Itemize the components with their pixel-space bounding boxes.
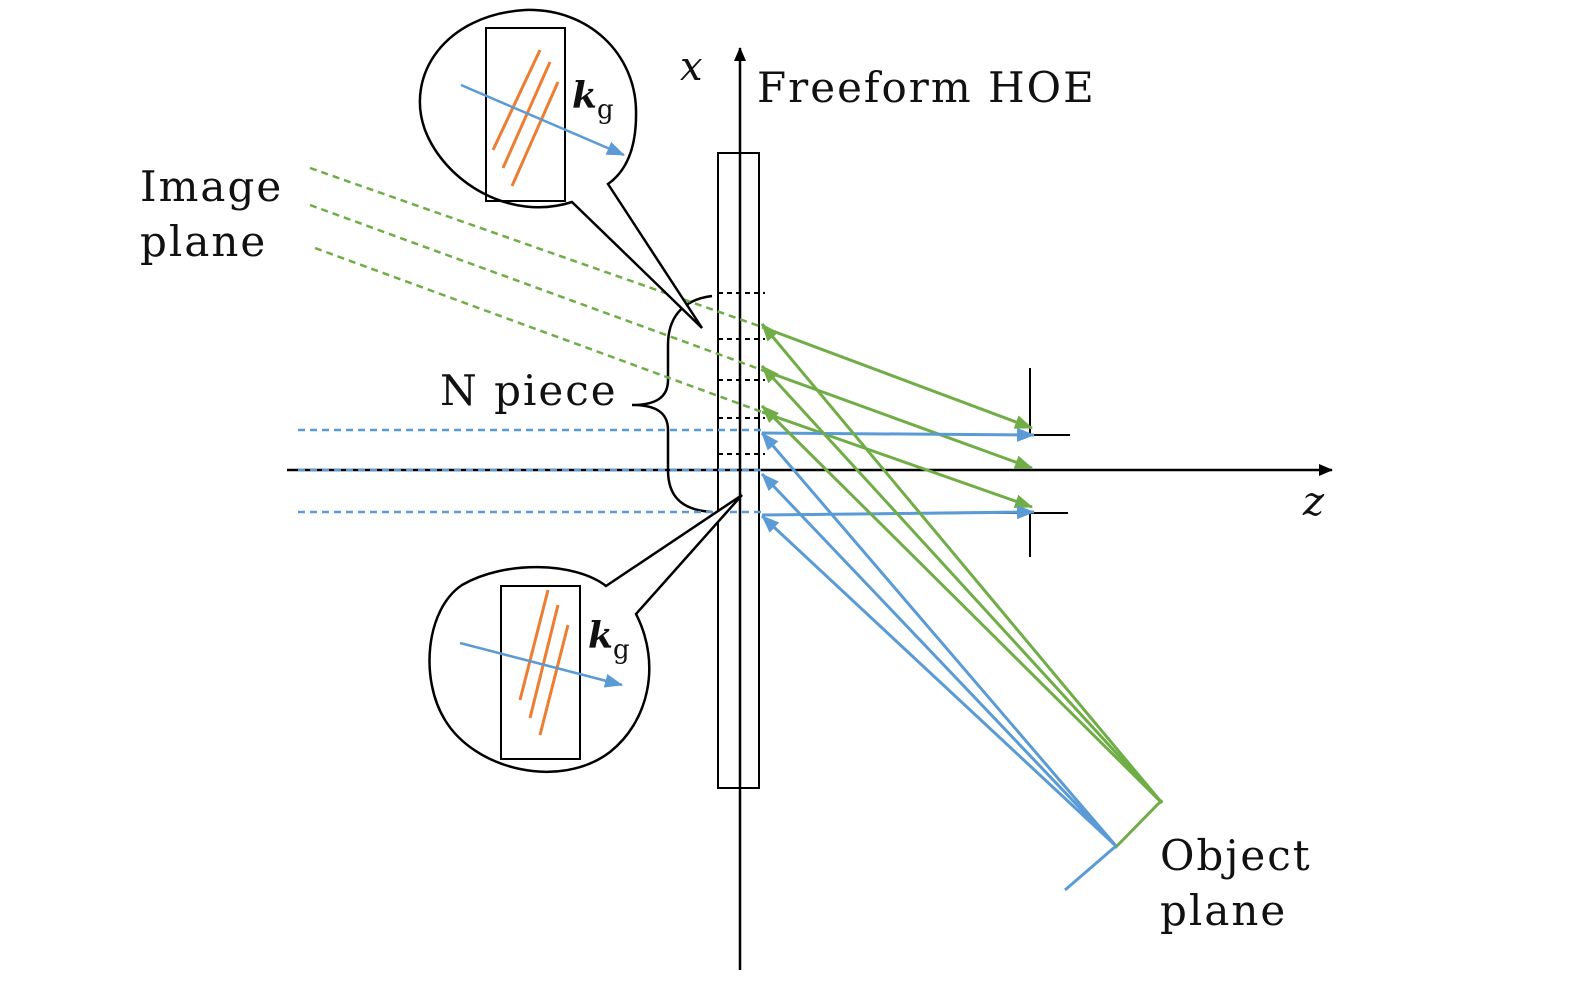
- blue-object-rays: [760, 432, 1118, 848]
- n-piece-brace: [631, 294, 713, 514]
- hoe-label: Freeform HOE: [757, 63, 1096, 112]
- lower-callout-outline: [428, 493, 743, 773]
- image-plane-label-line2: plane: [140, 217, 267, 266]
- hoe-piece-dividers: [718, 292, 765, 455]
- axes: x z: [287, 44, 1333, 970]
- object-plane-label-line2: plane: [1160, 886, 1287, 935]
- object-plane: Object plane: [1064, 798, 1312, 935]
- n-piece-label: N piece: [440, 366, 618, 415]
- object-plane-blue-line: [1064, 844, 1117, 892]
- lower-kg-label: kg: [588, 615, 630, 665]
- lower-fringe-lines: [518, 589, 570, 736]
- upper-kg-vector: [460, 83, 625, 157]
- z-axis-label: z: [1302, 479, 1325, 525]
- image-plane-rays: [309, 166, 763, 414]
- lower-grating-element: [500, 585, 581, 760]
- green-output-rays: [761, 325, 1033, 509]
- focal-markers: [988, 368, 1070, 557]
- image-plane-label-line1: Image: [140, 162, 283, 211]
- object-plane-label-line1: Object: [1160, 831, 1312, 880]
- object-plane-green-line: [1113, 798, 1164, 850]
- reference-rays-dashed: [298, 428, 762, 514]
- x-axis-label: x: [680, 44, 703, 90]
- upper-fringe-lines: [491, 49, 560, 187]
- green-object-rays: [760, 323, 1164, 805]
- upper-grating-callout: kg: [418, 8, 704, 329]
- lower-kg-vector: [459, 641, 623, 688]
- lower-grating-callout: kg: [428, 493, 743, 773]
- upper-kg-label: kg: [572, 75, 614, 125]
- upper-callout-outline: [418, 8, 704, 329]
- upper-grating-element: [485, 27, 566, 202]
